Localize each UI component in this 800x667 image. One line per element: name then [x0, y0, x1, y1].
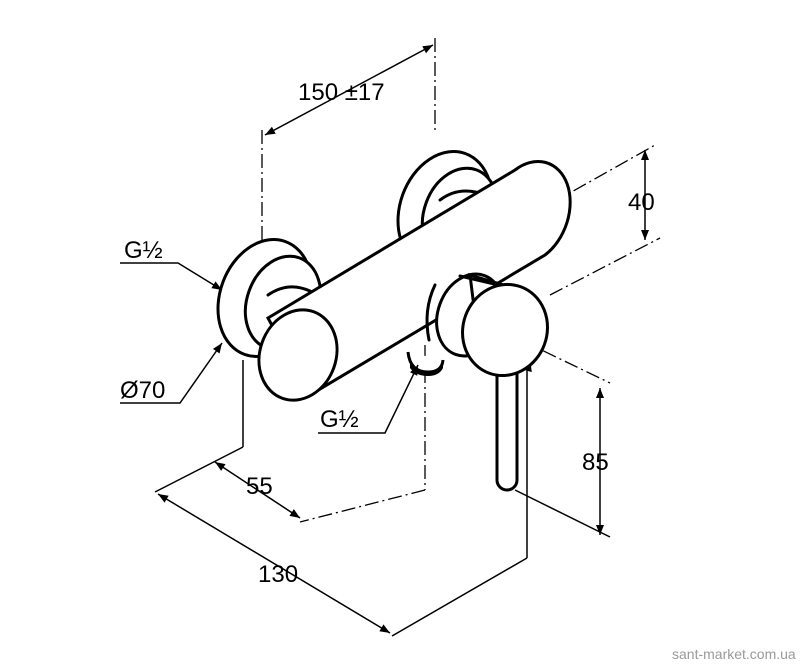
dim-body-diameter: 40 [628, 189, 655, 216]
mixer-body [257, 160, 572, 402]
label-outlet-thread: G½ [320, 406, 359, 433]
dim-outlet-height: 85 [582, 449, 609, 476]
dim-wall-to-lever: 130 [258, 561, 298, 588]
dimension-arrows [120, 44, 649, 634]
lever-handle [435, 272, 549, 492]
dim-wall-to-body: 55 [246, 473, 273, 500]
label-flange-diameter: Ø70 [120, 377, 165, 404]
watermark: sant-market.com.ua [672, 646, 796, 662]
label-inlet-thread: G½ [124, 237, 163, 264]
dim-center-distance: 150 ±17 [298, 79, 385, 106]
